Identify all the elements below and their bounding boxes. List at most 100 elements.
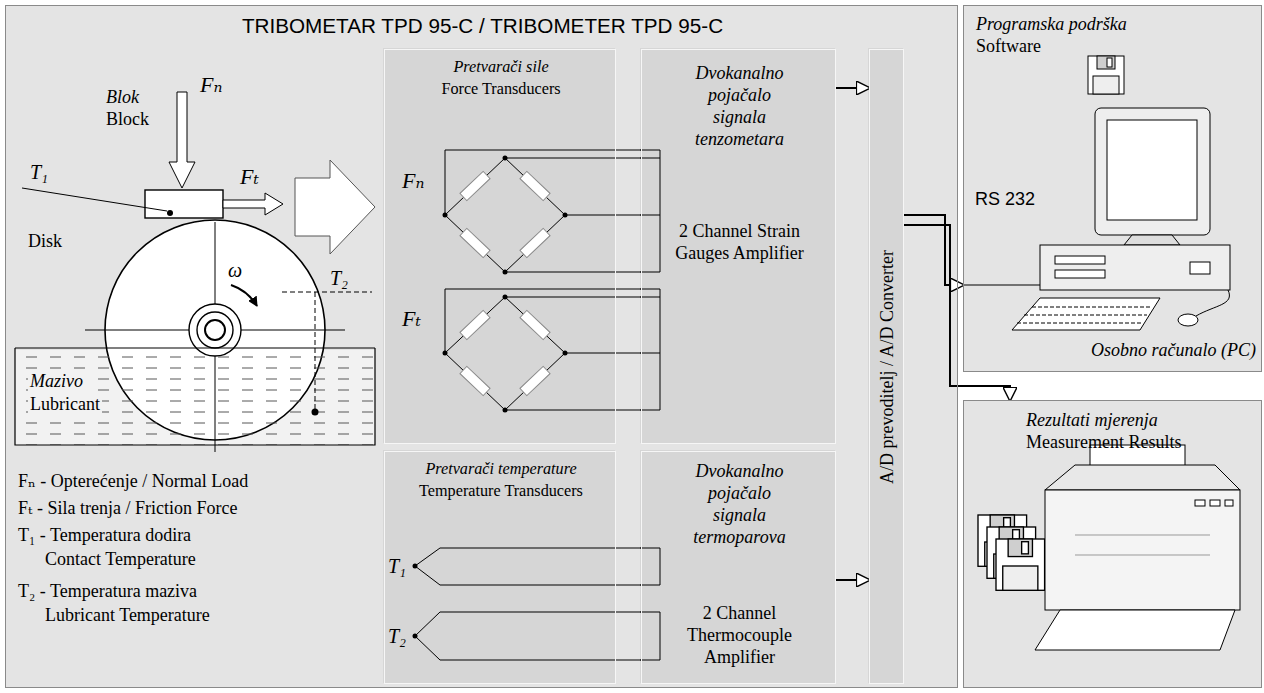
symbol-key: T₂ - Temperatura maziva [18,580,197,602]
junction-dot [503,408,508,413]
signal-arrow [836,579,869,581]
signal-arrow [836,88,869,89]
signal-wire [616,612,641,613]
signal-wire [616,272,641,273]
panel-fill [963,400,1262,688]
personal-computer [1196,290,1229,316]
strain-gauge-bridge [640,289,660,410]
symbol-key: Fₙ - Opterećenje / Normal Load [18,470,248,492]
signal-arrow [836,580,869,581]
software-panel: Programska podrškaSoftwareOsobno računal… [963,5,1262,372]
box-label: 2 Channel Strain Gauges Amplifier [675,220,805,264]
signal-wire [616,150,641,151]
signal-arrow [904,225,1010,400]
part-name: Blok [106,86,139,108]
force-arrow [169,92,375,254]
panel-fill [963,5,1262,372]
thermocouple-symbol [640,612,660,660]
printer [1195,500,1205,506]
disk [197,312,233,348]
printer [1075,535,1210,555]
signal-wire [616,548,641,660]
device-label: Osobno računalo (PC) [1056,339,1256,361]
signal-wire [616,410,641,411]
thermocouple-label: T₂ [388,624,406,648]
printer [1035,445,1240,650]
temperature-probe [282,292,372,293]
strain-gauge-bridge [445,289,615,410]
signal-arrow [904,225,1010,400]
junction-dot [503,295,508,300]
signal-wire [616,353,641,354]
part-name: Block [106,108,149,130]
force-symbol: Fₜ [240,164,259,190]
resistor-symbol [460,366,490,395]
personal-computer [963,108,1230,330]
personal-computer [1017,307,1152,323]
part-name: Disk [28,230,62,252]
symbol-key: Lubricant Temperature [45,604,210,626]
force-arrow [169,92,195,188]
printer [1045,465,1240,490]
angular-velocity-symbol: ω [228,258,242,282]
signal-wire [616,548,641,549]
box-label: Dvokanalno pojačalo signala tenzometara [680,62,800,150]
temperature-probe [282,292,372,416]
junction-dot [503,270,508,275]
personal-computer [1124,235,1180,245]
box-label: 2 Channel Thermocouple Amplifier [675,602,805,668]
resistor-symbol [460,228,490,257]
transducer-box: Pretvarači sileForce Transducers [384,49,616,444]
personal-computer [1107,120,1197,220]
temperature-probe [312,409,319,416]
panel-fill [383,48,615,443]
strain-gauge-bridge [445,297,565,410]
test-block [22,188,167,211]
personal-computer [1178,314,1198,326]
resistor-symbol [460,310,490,339]
lubricant-level [15,348,375,445]
disk [231,285,257,306]
disk [205,320,225,340]
signal-wire [616,150,641,410]
resistor-symbol [520,228,550,257]
thermocouple-symbol [640,548,660,585]
amplifier-box: Dvokanalno pojačalo signala termoparova 2… [641,451,836,684]
box-heading: Pretvarači sile [385,56,617,78]
results-panel: Rezultati mjerenjaMeasurement Results [963,400,1262,688]
junction-dot [563,213,568,218]
signal-arrow [836,87,869,89]
strain-gauge-bridge [445,150,615,272]
temperature-symbol: T₂ [330,266,348,290]
drawing-stroke [616,88,1010,660]
thermocouple-symbol [415,548,660,660]
force-symbol: Fₙ [200,72,222,98]
personal-computer [1012,298,1160,330]
transducer-box: Pretvarači temperatureTemperature Transd… [384,451,616,684]
strain-gauge-bridge [445,150,660,410]
test-block [167,210,173,216]
drawing-stroke [15,56,1240,660]
panel-title: TRIBOMETAR TPD 95-C / TRIBOMETER TPD 95-… [6,12,959,40]
resistor-symbol [520,366,550,395]
converter-box: A/D prevoditelj / A/D Converter [869,49,904,684]
strain-gauge-bridge [445,158,565,272]
thermocouple-symbol [415,612,615,660]
junction-dot [443,351,448,356]
personal-computer [963,285,1040,286]
panel-heading: Software [976,35,1041,57]
signal-wire [616,289,641,290]
panel-fill [640,450,835,683]
signal-wire [616,297,641,298]
lubricant-bath [15,350,375,445]
box-heading: Temperature Transducers [385,480,617,502]
panel-fill [5,5,958,688]
personal-computer [1055,256,1105,264]
printer [1035,610,1235,650]
box-label: Dvokanalno pojačalo signala termoparova [680,460,800,548]
software-disk-icon [1088,56,1124,94]
printer [1045,490,1240,610]
panel-heading: Programska podrška [976,13,1127,35]
signal-wire [616,585,641,586]
bridge-label: Fₜ [402,306,421,332]
